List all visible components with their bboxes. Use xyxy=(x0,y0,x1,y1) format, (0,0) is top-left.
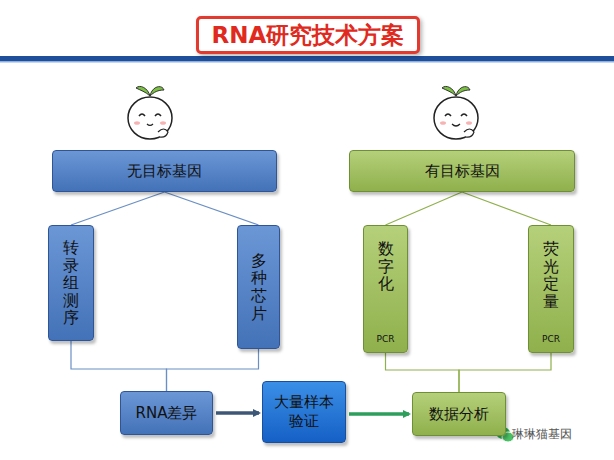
connector-line xyxy=(165,192,259,225)
process-box: 数据分析 xyxy=(412,392,506,436)
node-sublabel: PCR xyxy=(377,335,395,344)
flow-arrow xyxy=(216,411,259,415)
connector-line xyxy=(167,349,259,391)
process-box: RNA差异 xyxy=(120,391,213,435)
header-line xyxy=(0,61,614,63)
cartoon-face xyxy=(434,86,478,139)
node-label: 大量样本验证 xyxy=(273,393,336,431)
node-label: 数字化 xyxy=(378,240,394,293)
title-banner: RNA研究技术方案 xyxy=(196,16,420,54)
node-label: 无目标基因 xyxy=(127,162,202,181)
category-box: 无目标基因 xyxy=(52,150,277,192)
watermark: 琳琳猫基因 xyxy=(512,426,572,443)
category-box: 有目标基因 xyxy=(349,150,575,192)
process-box: 大量样本验证 xyxy=(262,381,346,443)
connector-line xyxy=(71,341,167,391)
connector-line xyxy=(386,192,463,225)
flow-arrow xyxy=(349,412,409,416)
method-box: 荧光定量 PCR xyxy=(528,225,574,353)
cartoon-face xyxy=(128,86,172,139)
node-label: 荧光定量 xyxy=(543,240,559,310)
method-box: 转录组测序 xyxy=(48,225,94,341)
node-sublabel: PCR xyxy=(542,335,560,344)
connector-line xyxy=(386,353,460,392)
watermark-text: 琳琳猫基因 xyxy=(512,426,572,443)
connector-line xyxy=(71,192,165,225)
method-box: 多种芯片 xyxy=(237,225,280,349)
title-text: RNA研究技术方案 xyxy=(212,20,405,51)
connector-line xyxy=(459,353,551,392)
method-box: 数字化 PCR xyxy=(363,225,408,353)
connector-line xyxy=(462,192,551,225)
node-label: 数据分析 xyxy=(429,405,489,424)
node-label: 有目标基因 xyxy=(425,162,500,181)
header-band xyxy=(0,56,614,61)
node-label: 多种芯片 xyxy=(251,252,267,322)
node-label: 转录组测序 xyxy=(63,239,79,327)
node-label: RNA差异 xyxy=(135,404,198,423)
